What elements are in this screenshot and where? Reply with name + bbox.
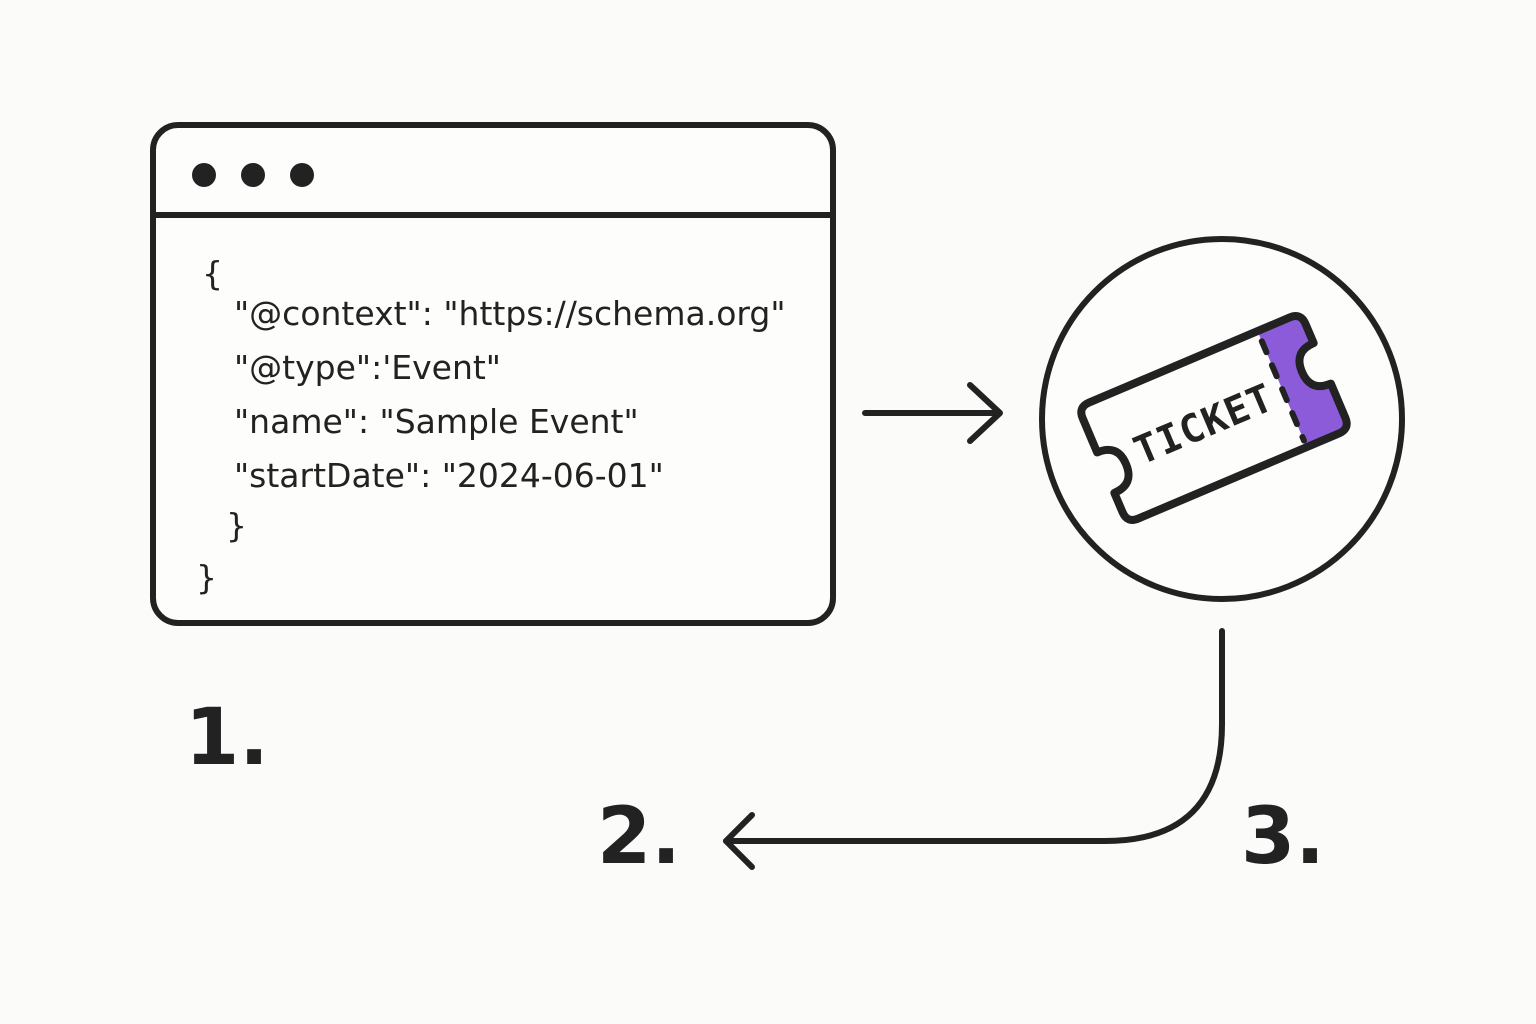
curved-left-arrow-icon (723, 628, 1225, 870)
code-line-type: "@type":'Event" (234, 348, 501, 387)
code-line-inner-close-brace: } (226, 506, 247, 545)
code-line-close-brace: } (196, 558, 217, 597)
ticket-accent-stub (1257, 316, 1347, 448)
window-dot-icon (290, 163, 314, 187)
code-window: { "@context": "https://schema.org" "@typ… (150, 122, 836, 626)
step-number-3: 3. (1241, 792, 1325, 882)
ticket-icon: TICKET (1077, 312, 1351, 524)
code-line-start-date: "startDate": "2024-06-01" (234, 456, 664, 495)
step-number-1: 1. (185, 693, 269, 783)
window-titlebar (156, 128, 830, 218)
code-line-name: "name": "Sample Event" (234, 402, 639, 441)
window-dot-icon (241, 163, 265, 187)
step-number-2: 2. (597, 792, 681, 882)
code-line-context: "@context": "https://schema.org" (234, 294, 786, 333)
window-dot-icon (192, 163, 216, 187)
right-arrow-icon (862, 382, 1003, 444)
code-line-open-brace: { (202, 254, 223, 293)
